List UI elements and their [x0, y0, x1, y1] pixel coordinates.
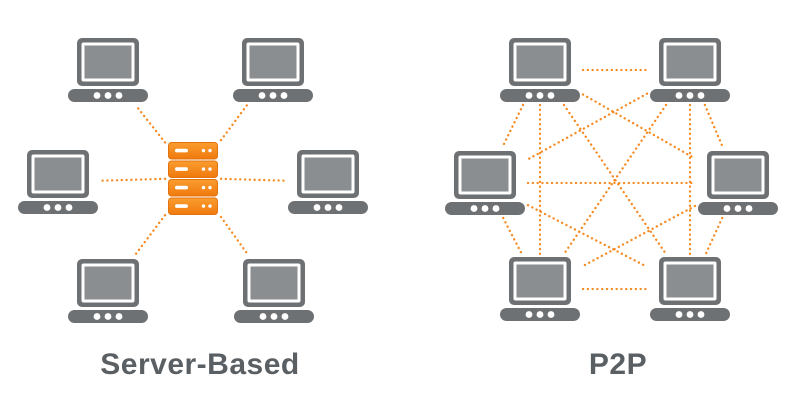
connection-line	[133, 214, 167, 258]
connection-line	[581, 204, 697, 268]
laptop-base-dot	[104, 313, 112, 320]
laptop-icon	[68, 259, 148, 323]
laptop-base-dot	[54, 204, 62, 211]
server-based-nodes	[18, 38, 368, 323]
server-icon	[168, 142, 218, 215]
connection-line	[219, 215, 251, 258]
connection-line	[502, 216, 523, 256]
laptop-screen	[250, 266, 298, 300]
laptop-icon	[445, 151, 525, 215]
laptop-base-dot	[258, 92, 266, 99]
laptop-base-dot	[280, 92, 288, 99]
laptop-screen	[84, 266, 132, 300]
laptop-base-dot	[525, 92, 533, 99]
laptop-base-dot	[697, 311, 705, 318]
laptop-base-dot	[93, 92, 101, 99]
server-unit-led	[208, 167, 212, 171]
server-unit-led	[201, 167, 206, 171]
diagram-label-p2p: P2P	[588, 348, 648, 381]
laptop-base-dot	[313, 204, 321, 211]
laptop-base-dot	[686, 92, 694, 99]
server-unit-bar	[175, 148, 188, 153]
laptop-icon	[233, 38, 313, 102]
server-unit	[168, 160, 218, 178]
connection-line	[581, 93, 697, 160]
connection-line	[500, 103, 525, 150]
server-unit-led	[208, 204, 212, 208]
connection-line	[562, 103, 668, 256]
laptop-base-dot	[335, 204, 343, 211]
server-unit	[168, 197, 218, 215]
server-unit-led	[201, 185, 206, 190]
server-based-connections	[99, 103, 287, 258]
server-unit-led	[201, 148, 206, 153]
laptop-icon	[650, 257, 730, 321]
laptop-screen	[84, 45, 132, 79]
server-unit	[168, 142, 218, 160]
laptop-base-dot	[536, 92, 544, 99]
laptop-screen	[666, 264, 714, 298]
laptop-base-dot	[115, 92, 123, 99]
laptop-icon	[18, 150, 98, 214]
connection-line	[99, 177, 167, 182]
connection-line	[526, 204, 649, 268]
laptop-base-dot	[547, 311, 555, 318]
laptop-base-dot	[723, 205, 731, 212]
connection-line	[704, 216, 724, 256]
connection-line	[134, 103, 167, 144]
laptop-base-dot	[43, 204, 51, 211]
connection-line	[703, 103, 725, 150]
laptop-screen	[304, 157, 352, 191]
connection-line	[219, 177, 287, 182]
laptop-base-dot	[734, 205, 742, 212]
connection-line	[219, 103, 249, 142]
laptop-icon	[500, 257, 580, 321]
laptop-base-dot	[697, 92, 705, 99]
laptop-base-dot	[324, 204, 332, 211]
server-unit-led	[208, 148, 212, 153]
laptop-base-dot	[492, 205, 500, 212]
connection-line	[526, 92, 649, 161]
laptop-base-dot	[269, 92, 277, 99]
laptop-icon	[698, 151, 778, 215]
laptop-icon	[500, 38, 580, 102]
p2p-connections	[500, 68, 725, 291]
p2p-nodes	[445, 38, 778, 321]
server-unit-led	[208, 185, 212, 190]
laptop-base-dot	[115, 313, 123, 320]
laptop-base-dot	[470, 205, 478, 212]
laptop-base-dot	[525, 311, 533, 318]
laptop-base-dot	[547, 92, 555, 99]
laptop-base-dot	[104, 92, 112, 99]
laptop-base-dot	[686, 311, 694, 318]
laptop-screen	[461, 158, 509, 192]
laptop-screen	[516, 45, 564, 79]
laptop-base-dot	[281, 313, 289, 320]
laptop-base-dot	[675, 92, 683, 99]
laptop-icon	[234, 259, 314, 323]
laptop-screen	[249, 45, 297, 79]
server-unit-led	[201, 204, 206, 208]
laptop-base-dot	[675, 311, 683, 318]
laptop-screen	[516, 264, 564, 298]
laptop-screen	[714, 158, 762, 192]
laptop-base-dot	[259, 313, 267, 320]
laptop-screen	[666, 45, 714, 79]
server-unit	[168, 179, 218, 197]
server-unit-bar	[175, 185, 188, 190]
laptop-icon	[288, 150, 368, 214]
laptop-icon	[68, 38, 148, 102]
laptop-base-dot	[536, 311, 544, 318]
laptop-base-dot	[93, 313, 101, 320]
laptop-screen	[34, 157, 82, 191]
server-unit-bar	[175, 167, 188, 171]
laptop-icon	[650, 38, 730, 102]
diagram-label-server-based: Server-Based	[100, 348, 300, 381]
server-unit-bar	[175, 204, 188, 208]
laptop-base-dot	[745, 205, 753, 212]
laptop-base-dot	[481, 205, 489, 212]
laptop-base-dot	[270, 313, 278, 320]
laptop-base-dot	[65, 204, 73, 211]
